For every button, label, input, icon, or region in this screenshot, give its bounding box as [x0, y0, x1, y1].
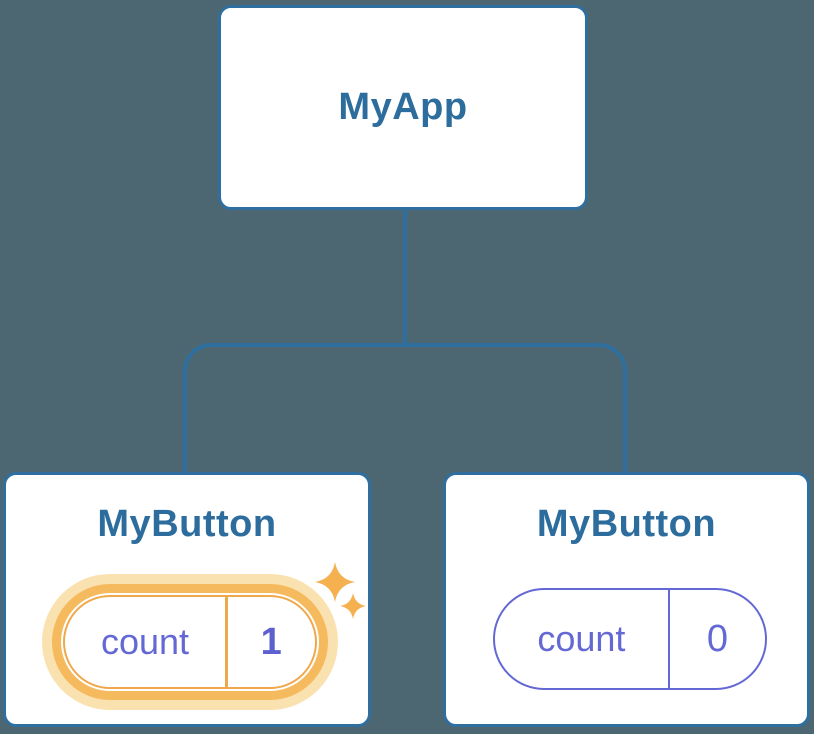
state-value: 1 [260, 620, 282, 663]
state-divider [225, 597, 228, 687]
component-node-myapp: MyApp [218, 5, 588, 210]
node-label-mybutton-right: MyButton [536, 503, 717, 545]
tree-edge-root-stem [403, 208, 407, 346]
component-node-mybutton-left: MyButton count 1 [3, 472, 371, 727]
tree-edge-branch [183, 343, 627, 473]
state-divider [667, 590, 670, 688]
node-label-mybutton-left: MyButton [97, 503, 277, 545]
state-badge-count-plain: count 0 [493, 588, 767, 690]
state-key-label: count [537, 618, 626, 659]
component-node-mybutton-right: MyButton count 0 [443, 472, 810, 727]
state-badge-count-highlighted: count 1 [63, 595, 317, 689]
state-value: 0 [706, 617, 728, 660]
sparkles-icon [315, 562, 366, 619]
state-key-label: count [100, 621, 190, 662]
node-label-myapp: MyApp [338, 86, 468, 128]
